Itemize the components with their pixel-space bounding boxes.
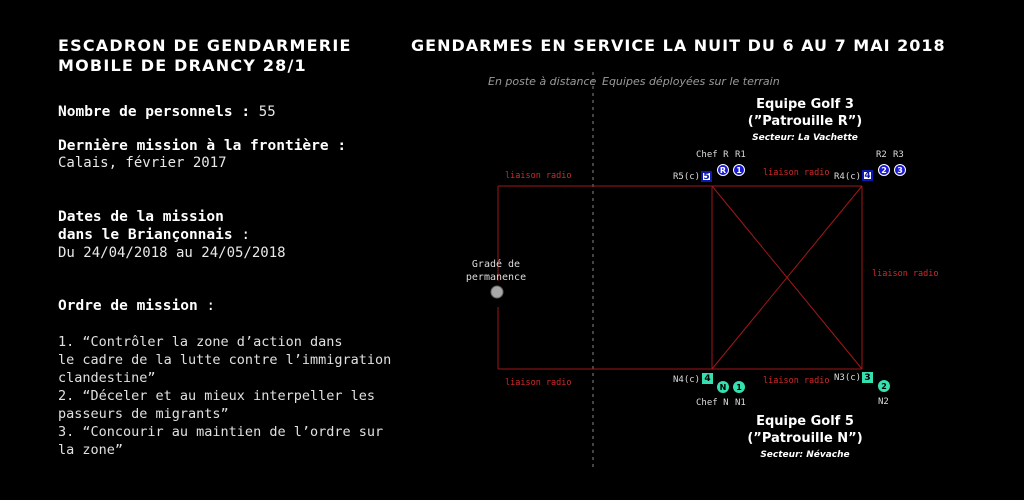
unit-title-line1: ESCADRON DE GENDARMERIE <box>58 36 352 55</box>
n2-label: N2 <box>878 397 889 407</box>
unit-title: ESCADRON DE GENDARMERIE MOBILE DE DRANCY… <box>58 36 352 76</box>
team-n-sector: Secteur: Névache <box>760 450 850 460</box>
gendarme-r3-marker: 3 <box>894 164 906 176</box>
order-item-1: 1. “Contrôler la zone d’action dans le c… <box>58 334 392 386</box>
chef-r-marker: R <box>717 164 729 176</box>
r3-label: R3 <box>893 150 904 160</box>
gendarme-r2-marker: 2 <box>878 164 890 176</box>
radio-label-top-left: liaison radio <box>505 171 572 181</box>
n1-label: N1 <box>735 398 746 408</box>
team-r-header: Equipe Golf 3 (”Patrouille R”) <box>720 96 890 130</box>
unit-title-line2: MOBILE DE DRANCY 28/1 <box>58 56 307 75</box>
gendarme-n2-marker: 2 <box>878 380 890 392</box>
dates-value: Du 24/04/2018 au 24/05/2018 <box>58 245 286 261</box>
duty-officer-dot <box>490 285 504 299</box>
team-n-nick: (”Patrouille N”) <box>747 431 863 446</box>
last-mission-value: Calais, février 2017 <box>58 155 227 171</box>
order-item-2: 2. “Déceler et au mieux interpeller les … <box>58 388 375 422</box>
chef-n-label: Chef N <box>696 398 729 408</box>
gendarme-r5-marker: 5 <box>701 171 712 182</box>
gendarme-n4-marker: 4 <box>702 373 713 384</box>
r2-label: R2 <box>876 150 887 160</box>
orders-label-row: Ordre de mission : <box>58 297 215 315</box>
chef-n-marker: N <box>717 381 729 393</box>
dates-label-1: Dates de la mission <box>58 209 224 225</box>
gendarme-n3-marker: 3 <box>862 372 873 383</box>
r5c-label: R5(c) <box>673 172 701 182</box>
column-remote-label: En poste à distance <box>488 75 597 88</box>
diagram-title: GENDARMES EN SERVICE LA NUIT DU 6 AU 7 M… <box>411 36 946 55</box>
n4c-label: N4(c) <box>673 375 701 385</box>
team-r-nick: (”Patrouille R”) <box>747 114 863 129</box>
radio-label-bottom-right: liaison radio <box>763 376 830 386</box>
radio-label-right: liaison radio <box>872 269 939 279</box>
radio-label-bottom-left: liaison radio <box>505 378 572 388</box>
dates-label-2: dans le Briançonnais <box>58 227 233 243</box>
radio-link-diagonal-2 <box>711 185 863 370</box>
order-item-3: 3. “Concourir au maintien de l’ordre sur… <box>58 424 384 458</box>
personnel-value: 55 <box>258 104 276 120</box>
orders-colon: : <box>206 298 216 314</box>
gendarme-n1-marker: 1 <box>733 381 745 393</box>
team-n-name: Equipe Golf 5 <box>756 414 854 429</box>
duty-officer-label: Gradé de permanence <box>463 258 529 284</box>
duty-officer-label-line1: Gradé de <box>471 259 521 270</box>
gendarme-r4-marker: 4 <box>862 170 873 181</box>
r1-label: R1 <box>735 150 746 160</box>
team-r-name: Equipe Golf 3 <box>756 97 854 112</box>
r4c-label: R4(c) <box>834 172 862 182</box>
column-field-label: Equipes déployées sur le terrain <box>602 75 780 88</box>
orders-label: Ordre de mission <box>58 298 198 314</box>
dates-label-2-row: dans le Briançonnais : <box>58 226 250 244</box>
duty-officer-label-line2: permanence <box>465 272 527 283</box>
team-r-sector: Secteur: La Vachette <box>752 133 858 143</box>
team-n-header: Equipe Golf 5 (”Patrouille N”) <box>720 413 890 447</box>
personnel-label: Nombre de personnels : <box>58 104 251 120</box>
last-mission-label: Dernière mission à la frontière : <box>58 138 347 154</box>
n3c-label: N3(c) <box>834 373 862 383</box>
personnel-row: Nombre de personnels : 55 <box>58 103 276 121</box>
dates-colon: : <box>241 227 251 243</box>
gendarme-r1-marker: 1 <box>733 164 745 176</box>
chef-r-label: Chef R <box>696 150 729 160</box>
radio-label-top-right: liaison radio <box>763 168 830 178</box>
